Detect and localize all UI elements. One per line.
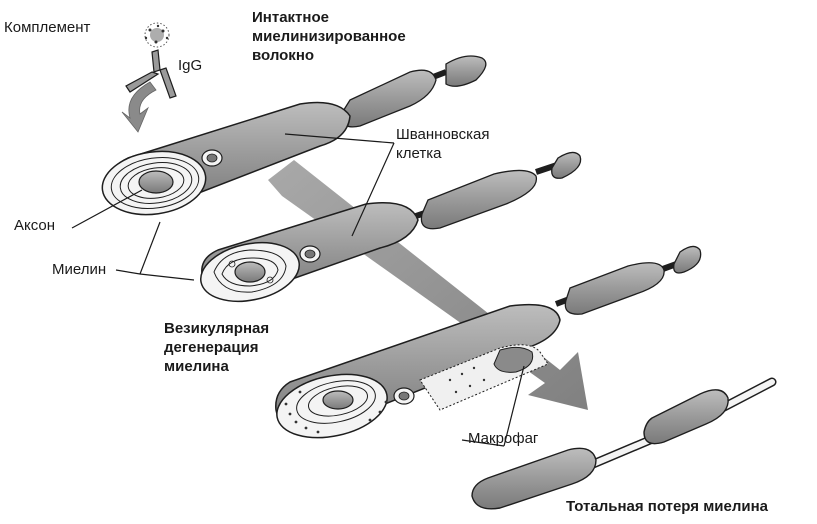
- label-vesicular-line1: Везикулярная: [164, 319, 269, 338]
- label-igg: IgG: [178, 56, 202, 75]
- label-intact-line1: Интактное: [252, 8, 406, 27]
- label-complement: Комплемент: [4, 18, 90, 37]
- label-axon: Аксон: [14, 216, 55, 235]
- fiber-second: [195, 152, 580, 309]
- fiber-degenerating: [271, 246, 701, 447]
- label-macrophage: Макрофаг: [468, 429, 538, 448]
- label-vesicular-degeneration: Везикулярная дегенерация миелина: [164, 319, 269, 376]
- axon-core: [139, 171, 173, 193]
- complement-molecule: [145, 23, 169, 47]
- label-schwann-line1: Шванновская: [396, 125, 489, 144]
- label-intact-fiber: Интактное миелинизированное волокно: [252, 8, 406, 65]
- label-schwann-line2: клетка: [396, 144, 489, 163]
- label-vesicular-line2: дегенерация: [164, 338, 269, 357]
- label-intact-line3: волокно: [252, 46, 406, 65]
- label-vesicular-line3: миелина: [164, 357, 269, 376]
- fiber1-segments: [334, 56, 486, 127]
- curved-arrow: [122, 82, 156, 132]
- label-schwann-cell: Шванновская клетка: [396, 125, 489, 163]
- label-total-myelin-loss: Тотальная потеря миелина: [566, 497, 768, 516]
- label-myelin: Миелин: [52, 260, 106, 279]
- label-intact-line2: миелинизированное: [252, 27, 406, 46]
